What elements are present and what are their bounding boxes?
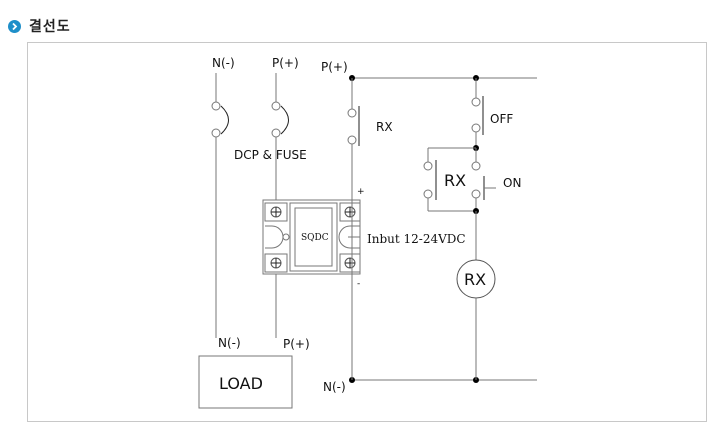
chevron-right-circle-icon xyxy=(8,19,21,33)
rx-contact-branch xyxy=(347,78,360,380)
section-heading: 결선도 xyxy=(8,16,71,36)
input-voltage-label: Inbut 12-24VDC xyxy=(367,232,466,246)
load-p-label: P(+) xyxy=(283,337,310,351)
ssr-name: SQDC xyxy=(301,233,329,243)
section-title: 결선도 xyxy=(29,19,71,35)
breaker-right-pole xyxy=(271,73,289,338)
breaker-right-label: P(+) xyxy=(272,56,299,70)
load-n-label: N(-) xyxy=(218,336,241,350)
control-branch xyxy=(423,78,496,380)
ssr-module xyxy=(262,199,361,275)
diagram-frame xyxy=(27,42,707,422)
off-label: OFF xyxy=(490,112,513,126)
breaker-left-pole xyxy=(211,73,229,338)
ssr-plus-mark: + xyxy=(357,187,365,197)
on-label: ON xyxy=(503,176,521,190)
ssr-minus-mark: - xyxy=(357,279,360,289)
supply-negative-label: N(-) xyxy=(323,380,346,394)
breaker-caption: DCP & FUSE xyxy=(234,148,307,162)
load-box xyxy=(198,355,293,409)
load-label: LOAD xyxy=(219,374,263,393)
supply-positive-label: P(+) xyxy=(321,60,348,74)
coil-label: RX xyxy=(464,270,486,289)
selfhold-rx-label: RX xyxy=(444,171,466,190)
rx-contact-label: RX xyxy=(376,120,393,134)
breaker-left-label: N(-) xyxy=(212,56,235,70)
